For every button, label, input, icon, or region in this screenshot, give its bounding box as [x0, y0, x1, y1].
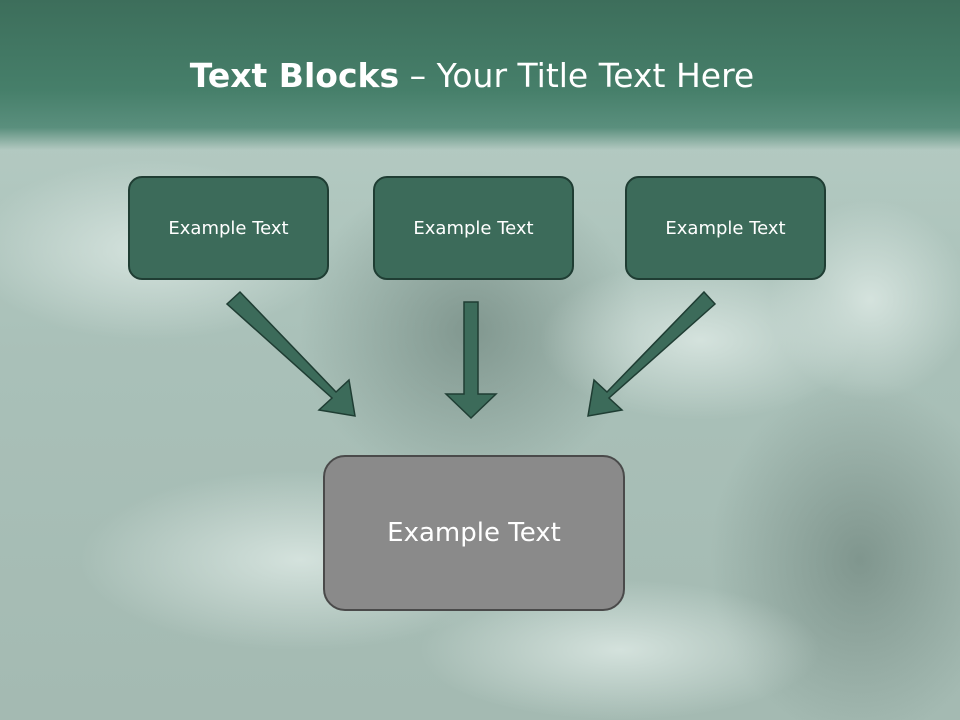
main-text-block[interactable]: Example Text	[323, 455, 625, 611]
text-block-2[interactable]: Example Text	[373, 176, 574, 280]
text-block-2-label: Example Text	[413, 217, 534, 239]
arrow-left	[225, 290, 356, 417]
text-block-1[interactable]: Example Text	[128, 176, 329, 280]
title-bold: Text Blocks	[189, 56, 400, 95]
text-block-3-label: Example Text	[665, 217, 786, 239]
arrow-center	[444, 301, 498, 420]
title-separator: –	[399, 56, 437, 95]
title-bar	[0, 0, 960, 150]
main-text-block-label: Example Text	[387, 518, 561, 548]
text-block-1-label: Example Text	[168, 217, 289, 239]
text-block-3[interactable]: Example Text	[625, 176, 826, 280]
slide-title: Text Blocks – Your Title Text Here	[0, 56, 944, 95]
title-rest: Your Title Text Here	[436, 56, 755, 95]
arrow-right	[587, 290, 717, 417]
